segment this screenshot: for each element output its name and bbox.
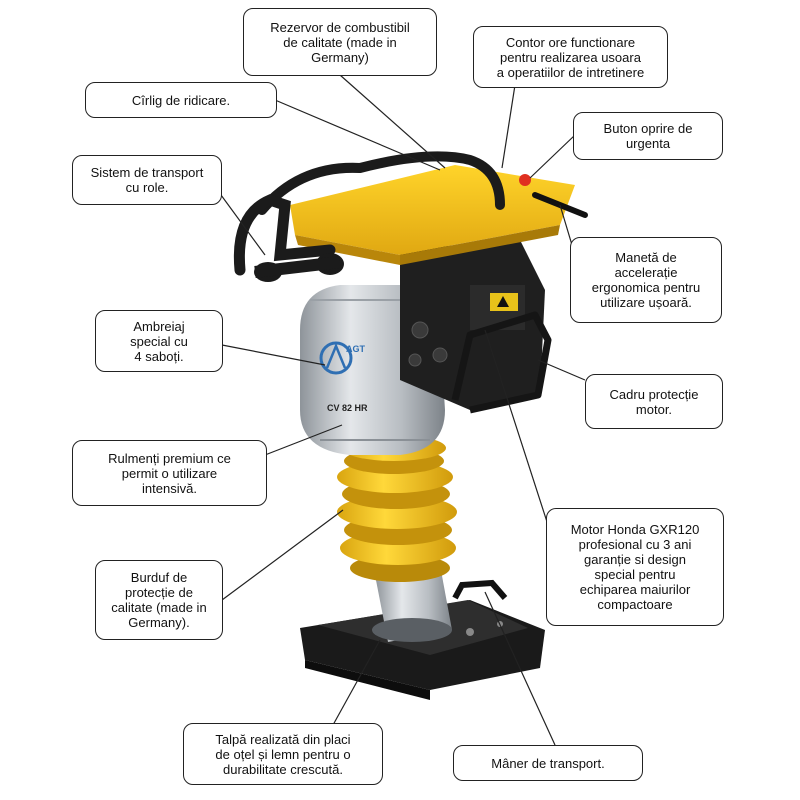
callout-fuel-tank: Rezervor de combustibil de calitate (mad… bbox=[243, 8, 437, 76]
callout-hour-meter: Contor ore functionare pentru realizarea… bbox=[473, 26, 668, 88]
agt-logo bbox=[319, 341, 353, 375]
leader-lines bbox=[209, 74, 586, 746]
callout-bearings: Rulmenți premium ce permit o utilizare i… bbox=[72, 440, 267, 506]
callout-transport-handle: Mâner de transport. bbox=[453, 745, 643, 781]
bellows bbox=[337, 435, 457, 582]
callout-clutch: Ambreiaj special cu 4 saboți. bbox=[95, 310, 223, 372]
transport-rollers bbox=[233, 194, 344, 282]
callout-emergency-button: Buton oprire de urgenta bbox=[573, 112, 723, 160]
lifting-hook-frame bbox=[257, 151, 505, 215]
callout-lifting-hook: Cîrlig de ridicare. bbox=[85, 82, 277, 118]
callout-throttle-lever: Manetă de accelerație ergonomica pentru … bbox=[570, 237, 722, 323]
callout-base-plate: Talpă realizată din placi de oțel și lem… bbox=[183, 723, 383, 785]
callout-transport-rollers: Sistem de transport cu role. bbox=[72, 155, 222, 205]
callout-engine-frame: Cadru protecție motor. bbox=[585, 374, 723, 429]
engine-protection-frame bbox=[451, 311, 552, 414]
transport-handle bbox=[452, 579, 508, 600]
brand-logo-text: AGT bbox=[346, 344, 366, 354]
engine bbox=[400, 240, 545, 410]
model-text: CV 82 HR bbox=[327, 403, 368, 413]
callout-bellows: Burduf de protecție de calitate (made in… bbox=[95, 560, 223, 640]
fuel-tank bbox=[290, 165, 575, 265]
callout-honda-engine: Motor Honda GXR120 profesional cu 3 ani … bbox=[546, 508, 724, 626]
emergency-button bbox=[519, 174, 531, 186]
